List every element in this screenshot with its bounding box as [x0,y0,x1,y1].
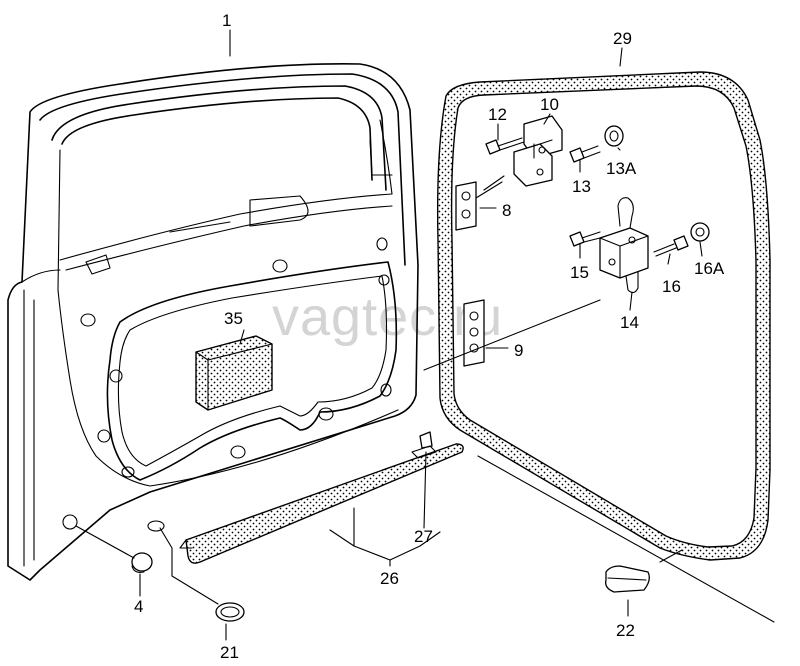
washer-16a [690,222,710,242]
bolt-13 [569,145,601,163]
insulation-pad [195,335,273,411]
bolt-16 [653,235,689,257]
callout-1: 1 [222,11,231,30]
callout-9: 9 [514,341,523,360]
door-seal [436,71,771,561]
callout-16a: 16A [694,259,725,278]
sill-seal-strip [185,443,464,564]
washer-13a [604,125,624,147]
callout-15: 15 [570,263,589,282]
plug-21 [215,602,245,622]
callout-27: 27 [414,527,433,546]
plate-8 [455,181,477,231]
cap-22 [605,565,650,593]
lower-hinge [599,197,649,294]
callout-22: 22 [616,621,635,640]
plate-9 [463,299,485,367]
callouts: 1 29 10 12 13A 13 8 15 16A 16 14 35 9 27… [134,11,725,662]
callout-8: 8 [502,201,511,220]
callout-13: 13 [572,177,591,196]
bolt-12 [485,137,525,155]
bolt-15 [569,231,601,247]
callout-10: 10 [540,95,559,114]
callout-16: 16 [662,277,681,296]
callout-26: 26 [380,569,399,588]
callout-35: 35 [224,309,243,328]
door-shell [7,63,419,581]
callout-29: 29 [613,29,632,48]
callout-14: 14 [620,313,639,332]
plug-4 [131,552,153,573]
callout-13a: 13A [606,159,637,178]
callout-12: 12 [488,105,507,124]
leader-lines [75,29,775,641]
callout-4: 4 [134,597,143,616]
callout-21: 21 [220,643,239,662]
clip-27 [411,431,437,459]
upper-hinge [513,115,563,187]
